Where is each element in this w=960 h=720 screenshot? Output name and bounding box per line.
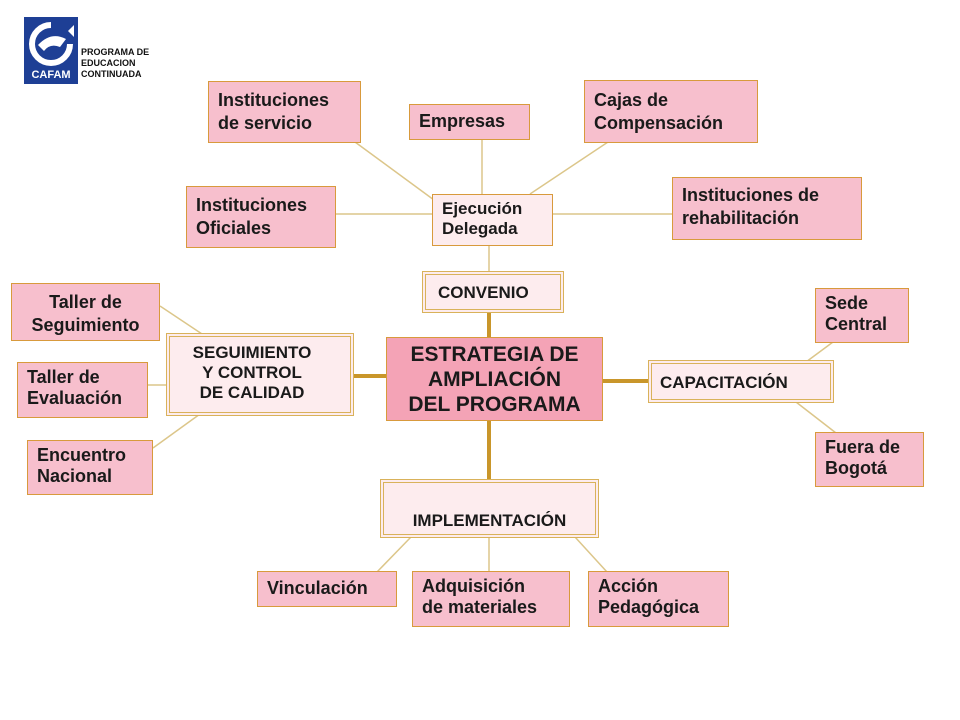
- node-encuentro-nacional: Encuentro Nacional: [27, 440, 153, 495]
- node-vinculacion: Vinculación: [257, 571, 397, 607]
- node-cajas-compensacion: Cajas de Compensación: [584, 80, 758, 143]
- seguimiento-to-encuentro-line: [152, 413, 201, 449]
- capacitacion-to-fuera-line: [795, 401, 837, 434]
- implementacion-to-accion-line: [574, 536, 608, 573]
- node-sede-central: Sede Central: [815, 288, 909, 343]
- node-instituciones-rehabilitacion: Instituciones de rehabilitación: [672, 177, 862, 240]
- node-instituciones-oficiales: Instituciones Oficiales: [186, 186, 336, 248]
- node-instituciones-servicio: Instituciones de servicio: [208, 81, 361, 143]
- thin-connectors: [148, 140, 837, 573]
- logo-text: CAFAM: [31, 69, 70, 81]
- cafam-logo: CAFAM: [24, 17, 78, 84]
- node-accion-pedagogica: Acción Pedagógica: [588, 571, 729, 627]
- program-label: PROGRAMA DE EDUCACION CONTINUADA: [81, 47, 150, 79]
- node-adquisicion-materiales: Adquisición de materiales: [412, 571, 570, 627]
- node-fuera-bogota: Fuera de Bogotá: [815, 432, 924, 487]
- hub-ejecucion-delegada: Ejecución Delegada: [432, 194, 553, 246]
- implementacion-to-vinculacion-line: [376, 536, 412, 573]
- hub-convenio: CONVENIO: [422, 271, 564, 313]
- ejecucion-to-cajas-line: [529, 141, 609, 195]
- seguimiento-to-taller-seg-line: [159, 305, 206, 337]
- node-taller-seguimiento: Taller de Seguimiento: [11, 283, 160, 341]
- core-estrategia-ampliacion: ESTRATEGIA DE AMPLIACIÓN DEL PROGRAMA: [386, 337, 603, 421]
- hub-seguimiento-control-calidad: SEGUIMIENTO Y CONTROL DE CALIDAD: [166, 333, 354, 416]
- ejecucion-to-servicio-line: [354, 141, 435, 201]
- node-taller-evaluacion: Taller de Evaluación: [17, 362, 148, 418]
- node-empresas: Empresas: [409, 104, 530, 140]
- hub-capacitacion: CAPACITACIÓN: [648, 360, 834, 403]
- capacitacion-to-sede-line: [805, 341, 834, 363]
- hub-implementacion: IMPLEMENTACIÓN: [380, 479, 599, 538]
